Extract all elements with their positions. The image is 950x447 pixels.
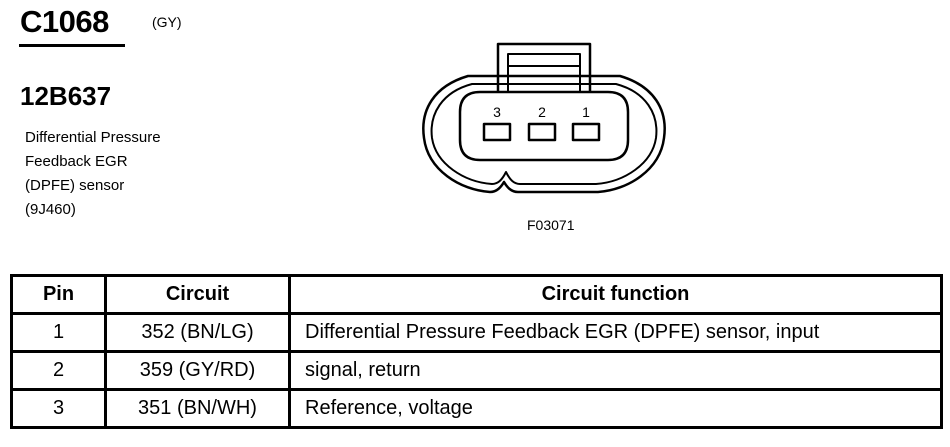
table-row: 3 351 (BN/WH) Reference, voltage bbox=[10, 388, 943, 429]
connector-color: (GY) bbox=[152, 14, 182, 30]
connector-latch-inner bbox=[507, 53, 581, 92]
connector-inner-body bbox=[430, 83, 658, 185]
connector-id-underline bbox=[19, 44, 125, 47]
pin-table: Pin Circuit Circuit function 1 352 (BN/L… bbox=[10, 274, 943, 429]
pin-1-label: 1 bbox=[582, 104, 590, 120]
connector-diagram: 3 2 1 bbox=[422, 42, 666, 194]
figure-code: F03071 bbox=[527, 217, 575, 233]
pin-3-label: 3 bbox=[493, 104, 501, 120]
cell-circuit: 359 (GY/RD) bbox=[104, 350, 291, 391]
component-description-line: (DPFE) sensor bbox=[25, 177, 125, 194]
cell-pin: 2 bbox=[10, 350, 107, 391]
table-header-row: Pin Circuit Circuit function bbox=[10, 274, 943, 315]
component-description-line: (9J460) bbox=[25, 201, 76, 218]
component-description-line: Differential Pressure bbox=[25, 129, 161, 146]
pin-2-label: 2 bbox=[538, 104, 546, 120]
pin-3-terminal bbox=[482, 122, 512, 142]
header-circuit: Circuit bbox=[104, 274, 291, 315]
pin-2-terminal bbox=[527, 122, 557, 142]
connector-id: C1068 bbox=[20, 4, 109, 39]
table-row: 2 359 (GY/RD) signal, return bbox=[10, 350, 943, 391]
table-row: 1 352 (BN/LG) Differential Pressure Feed… bbox=[10, 312, 943, 353]
header-pin: Pin bbox=[10, 274, 107, 315]
connector-outer-body bbox=[422, 74, 666, 194]
cell-pin: 3 bbox=[10, 388, 107, 429]
cell-circuit: 352 (BN/LG) bbox=[104, 312, 291, 353]
pin-cavity bbox=[458, 90, 630, 162]
connector-latch bbox=[496, 42, 592, 92]
component-description-line: Feedback EGR bbox=[25, 153, 128, 170]
cell-function: signal, return bbox=[288, 350, 943, 391]
cell-circuit: 351 (BN/WH) bbox=[104, 388, 291, 429]
part-number: 12B637 bbox=[20, 81, 112, 111]
cell-pin: 1 bbox=[10, 312, 107, 353]
cell-function: Differential Pressure Feedback EGR (DPFE… bbox=[288, 312, 943, 353]
header-circuit-function: Circuit function bbox=[288, 274, 943, 315]
pin-1-terminal bbox=[571, 122, 601, 142]
cell-function: Reference, voltage bbox=[288, 388, 943, 429]
